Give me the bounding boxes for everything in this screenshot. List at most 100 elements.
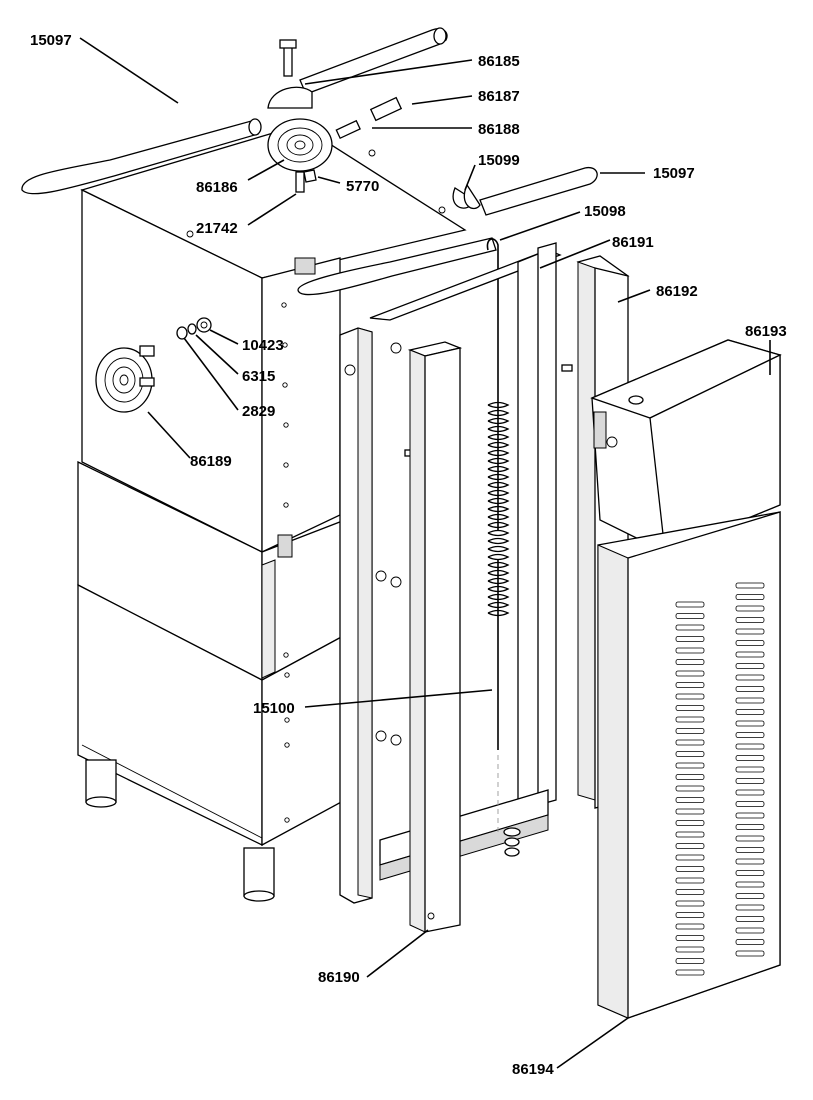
louver-slot — [735, 904, 765, 911]
louver-slot — [735, 927, 765, 934]
lower-spray-arm — [297, 166, 598, 296]
callout-86186: 86186 — [196, 179, 238, 196]
louver-slot — [675, 969, 705, 976]
louver-slot — [675, 670, 705, 677]
louver-slot — [735, 893, 765, 899]
louver-slot — [735, 605, 765, 612]
callout-15097-lower: 15097 — [653, 165, 695, 182]
panel-louvers — [675, 582, 765, 976]
louver-slot — [675, 659, 705, 665]
louver-slot — [675, 624, 705, 631]
louver-slot — [675, 647, 705, 654]
callout-15098: 15098 — [584, 203, 626, 220]
louver-slot — [675, 912, 705, 918]
louver-slot — [735, 789, 765, 796]
louver-slot — [735, 640, 765, 646]
front-right-leg — [243, 847, 275, 902]
louver-slot — [735, 812, 765, 819]
callout-15099: 15099 — [478, 152, 520, 169]
louver-slot — [675, 831, 705, 838]
side-knob — [95, 345, 155, 413]
louver-slot — [735, 766, 765, 773]
louvered-door-panel — [597, 511, 781, 1019]
hook-rod — [486, 238, 499, 530]
louver-slot — [735, 709, 765, 715]
louver-slot — [735, 743, 765, 750]
louver-slot — [735, 858, 765, 865]
louver-slot — [675, 808, 705, 815]
louver-slot — [735, 755, 765, 761]
louver-slot — [735, 732, 765, 738]
louver-slot — [675, 785, 705, 792]
louver-slot — [735, 870, 765, 876]
bushing-parts — [335, 96, 403, 140]
louver-slot — [675, 820, 705, 826]
louver-slot — [675, 613, 705, 619]
spray-arm-hub — [267, 39, 333, 193]
louver-slot — [675, 843, 705, 849]
callout-86187: 86187 — [478, 88, 520, 105]
louver-slot — [735, 697, 765, 704]
louver-slot — [735, 674, 765, 681]
callout-86191: 86191 — [612, 234, 654, 251]
louver-slot — [735, 686, 765, 692]
louver-slot — [675, 636, 705, 642]
front-channel — [407, 341, 463, 933]
knob-washers — [176, 317, 212, 340]
callout-15100: 15100 — [253, 700, 295, 717]
callout-15097-upper: 15097 — [30, 32, 72, 49]
callout-86185: 86185 — [478, 53, 520, 70]
callout-86188: 86188 — [478, 121, 520, 138]
louver-slot — [735, 720, 765, 727]
louver-slot — [675, 682, 705, 688]
leader-lines — [79, 37, 771, 1069]
door-top-housing — [590, 339, 782, 553]
louver-slot — [675, 601, 705, 608]
louver-slot — [675, 716, 705, 723]
louver-slot — [735, 663, 765, 669]
louver-slot — [675, 693, 705, 700]
louver-slot — [675, 900, 705, 907]
louver-slot — [675, 877, 705, 884]
callout-5770: 5770 — [346, 178, 379, 195]
louver-slot — [735, 582, 765, 589]
louver-slot — [675, 762, 705, 769]
louver-slot — [675, 923, 705, 930]
louver-slot — [735, 801, 765, 807]
louver-slot — [735, 835, 765, 842]
callout-86192: 86192 — [656, 283, 698, 300]
louver-slot — [735, 939, 765, 945]
louver-slot — [735, 651, 765, 658]
upper-spray-arm — [21, 27, 448, 195]
callout-86194: 86194 — [512, 1061, 554, 1078]
louver-slot — [675, 705, 705, 711]
machine-cabinet — [77, 124, 467, 902]
louver-slot — [735, 617, 765, 623]
callout-86190: 86190 — [318, 969, 360, 986]
louver-slot — [675, 854, 705, 861]
callout-labels: 15097 86185 86187 86188 86186 5770 15099… — [30, 32, 787, 1078]
louver-slot — [675, 797, 705, 803]
louver-slot — [735, 628, 765, 635]
louver-slot — [675, 889, 705, 895]
front-left-leg — [85, 759, 117, 808]
callout-2829: 2829 — [242, 403, 275, 420]
louver-slot — [675, 935, 705, 941]
callout-10423: 10423 — [242, 337, 284, 354]
louver-slot — [735, 778, 765, 784]
louver-slot — [735, 847, 765, 853]
callout-21742: 21742 — [196, 220, 238, 237]
counterbalance-spring — [487, 401, 521, 857]
louver-slot — [675, 774, 705, 780]
louver-slot — [675, 739, 705, 746]
callout-86193: 86193 — [745, 323, 787, 340]
louver-slot — [675, 866, 705, 872]
callout-86189: 86189 — [190, 453, 232, 470]
louver-slot — [675, 946, 705, 953]
louver-slot — [735, 916, 765, 922]
louver-slot — [735, 824, 765, 830]
louver-slot — [675, 751, 705, 757]
louver-slot — [735, 950, 765, 957]
